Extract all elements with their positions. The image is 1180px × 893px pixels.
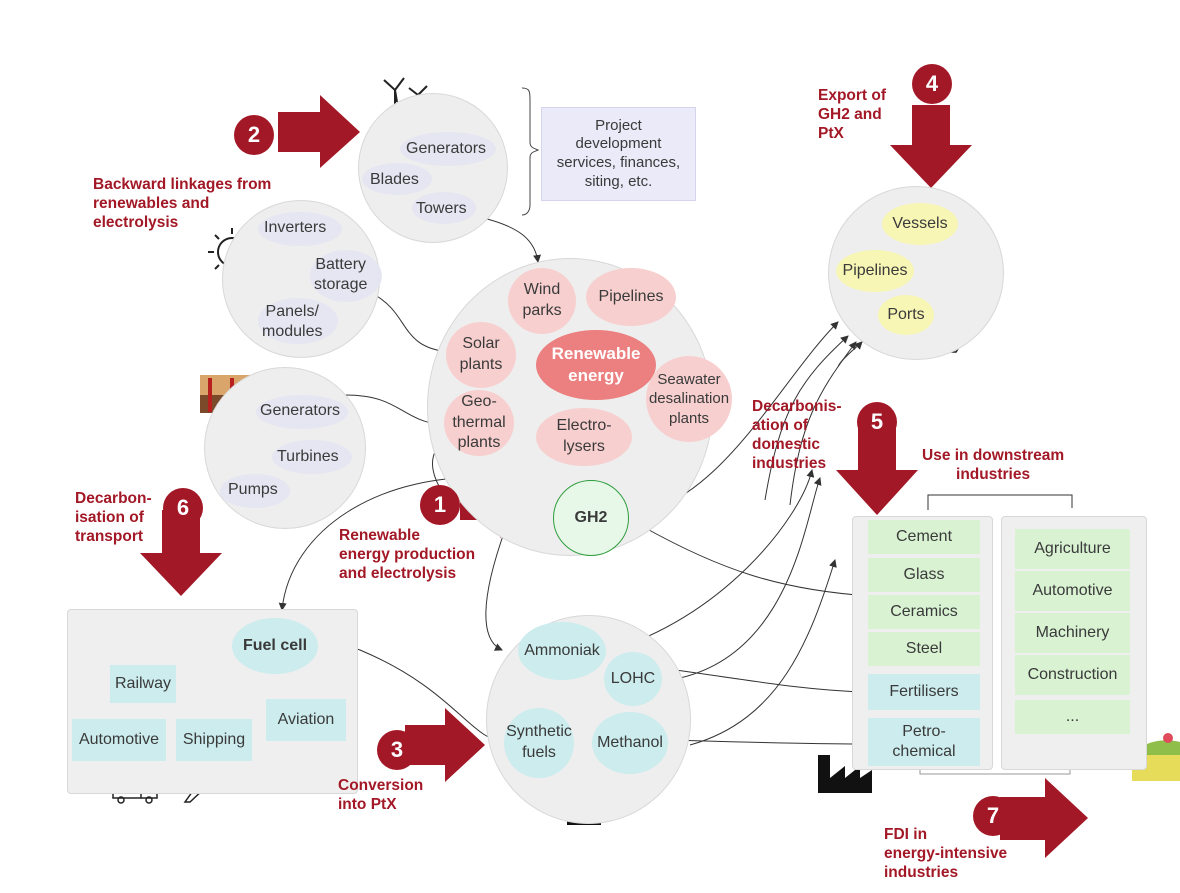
fuel-cell-node: Fuel cell <box>232 618 318 674</box>
brace <box>521 87 540 216</box>
decor-blob <box>258 298 338 344</box>
factory-icon <box>818 755 872 793</box>
solar-battery-label: Battery storage <box>314 256 368 293</box>
decor-blob <box>310 250 382 302</box>
decor-blob <box>400 132 496 166</box>
aviation-box: Aviation <box>266 699 346 741</box>
connector <box>689 559 837 746</box>
connector <box>639 524 871 600</box>
connector <box>374 294 451 356</box>
stage-6-label: Decarbon- isation of transport <box>75 490 152 545</box>
industry-cement: Cement <box>868 520 980 554</box>
synthetic-fuels-node: Synthetic fuels <box>504 708 574 778</box>
arrow-6 <box>140 510 222 596</box>
services-box: Project development services, finances, … <box>541 107 696 201</box>
decor-blob <box>256 395 348 429</box>
stage-3-label: Conversion into PtX <box>338 777 424 813</box>
badge-4: 4 <box>912 64 952 104</box>
methanol-node: Methanol <box>592 712 668 774</box>
industry-steel: Steel <box>868 632 980 666</box>
vessels-node: Vessels <box>882 203 958 245</box>
solar-plants-node: Solar plants <box>446 322 516 388</box>
badge-5: 5 <box>857 402 897 442</box>
arrow-7 <box>1000 778 1088 858</box>
arrow-5 <box>836 425 918 515</box>
ammoniak-node: Ammoniak <box>518 622 606 680</box>
decor-blob <box>220 474 290 508</box>
decor-blob <box>272 440 352 474</box>
solar-panels-label: Panels/ modules <box>262 303 323 340</box>
lohc-node: LOHC <box>604 652 662 706</box>
downstream-bracket <box>927 494 1073 510</box>
connector <box>764 335 849 501</box>
industry-petrochemical: Petro- chemical <box>868 718 980 766</box>
gh2-node: GH2 <box>553 480 629 556</box>
connector <box>837 341 863 368</box>
geo-pumps-label: Pumps <box>228 481 278 498</box>
arrow-2 <box>278 95 360 168</box>
downstream-agriculture: Agriculture <box>1015 529 1130 569</box>
decor-blob <box>258 212 342 246</box>
wind-towers-label: Towers <box>416 200 467 217</box>
shipping-box: Shipping <box>176 719 252 761</box>
wind-generators-label: Generators <box>406 140 487 157</box>
badge-1: 1 <box>420 485 460 525</box>
arrow-3 <box>405 708 485 782</box>
badge-7: 7 <box>973 796 1013 836</box>
renewable-energy-node: Renewable energy <box>536 330 656 400</box>
decor-blob <box>412 192 476 224</box>
wind-blades-label: Blades <box>370 171 419 188</box>
geo-generators-label: Generators <box>260 402 341 419</box>
stage-7-label: FDI in energy-intensive industries <box>884 826 1008 881</box>
downstream-automotive: Automotive <box>1015 571 1130 611</box>
downstream-title: Use in downstream industries <box>922 447 1065 483</box>
arrow-4 <box>890 105 972 188</box>
automotive-transport-box: Automotive <box>72 719 166 761</box>
badge-3: 3 <box>377 730 417 770</box>
downstream-construction: Construction <box>1015 655 1130 695</box>
industry-glass: Glass <box>868 558 980 592</box>
electrolysers-node: Electro- lysers <box>536 408 632 466</box>
decor-blob <box>362 163 432 195</box>
geo-turbines-label: Turbines <box>277 448 339 465</box>
downstream-other: ... <box>1015 700 1130 734</box>
ports-node: Ports <box>878 295 934 335</box>
badge-2: 2 <box>234 115 274 155</box>
stage-1-label: Renewable energy production and electrol… <box>339 527 476 582</box>
connector <box>485 529 506 651</box>
railway-box: Railway <box>110 665 176 703</box>
stage-4-label: Export of GH2 and PtX <box>818 87 887 142</box>
geothermal-plants-node: Geo- thermal plants <box>444 390 514 456</box>
industry-fertilisers: Fertilisers <box>868 674 980 710</box>
downstream-machinery: Machinery <box>1015 613 1130 653</box>
stage-2-label: Backward linkages from renewables and el… <box>93 176 272 231</box>
badge-6: 6 <box>163 488 203 528</box>
stage-5-label: Decarbonis- ation of domestic industries <box>752 398 842 472</box>
solar-inverters-label: Inverters <box>264 219 327 236</box>
connector <box>669 477 822 681</box>
bottom-bracket <box>919 768 1071 775</box>
seawater-desalination-node: Seawater desalination plants <box>646 356 732 442</box>
export-pipelines-node: Pipelines <box>836 250 914 292</box>
wind-parks-node: Wind parks <box>508 268 576 334</box>
industry-ceramics: Ceramics <box>868 595 980 629</box>
pipelines-node: Pipelines <box>586 268 676 326</box>
connector <box>669 739 863 748</box>
